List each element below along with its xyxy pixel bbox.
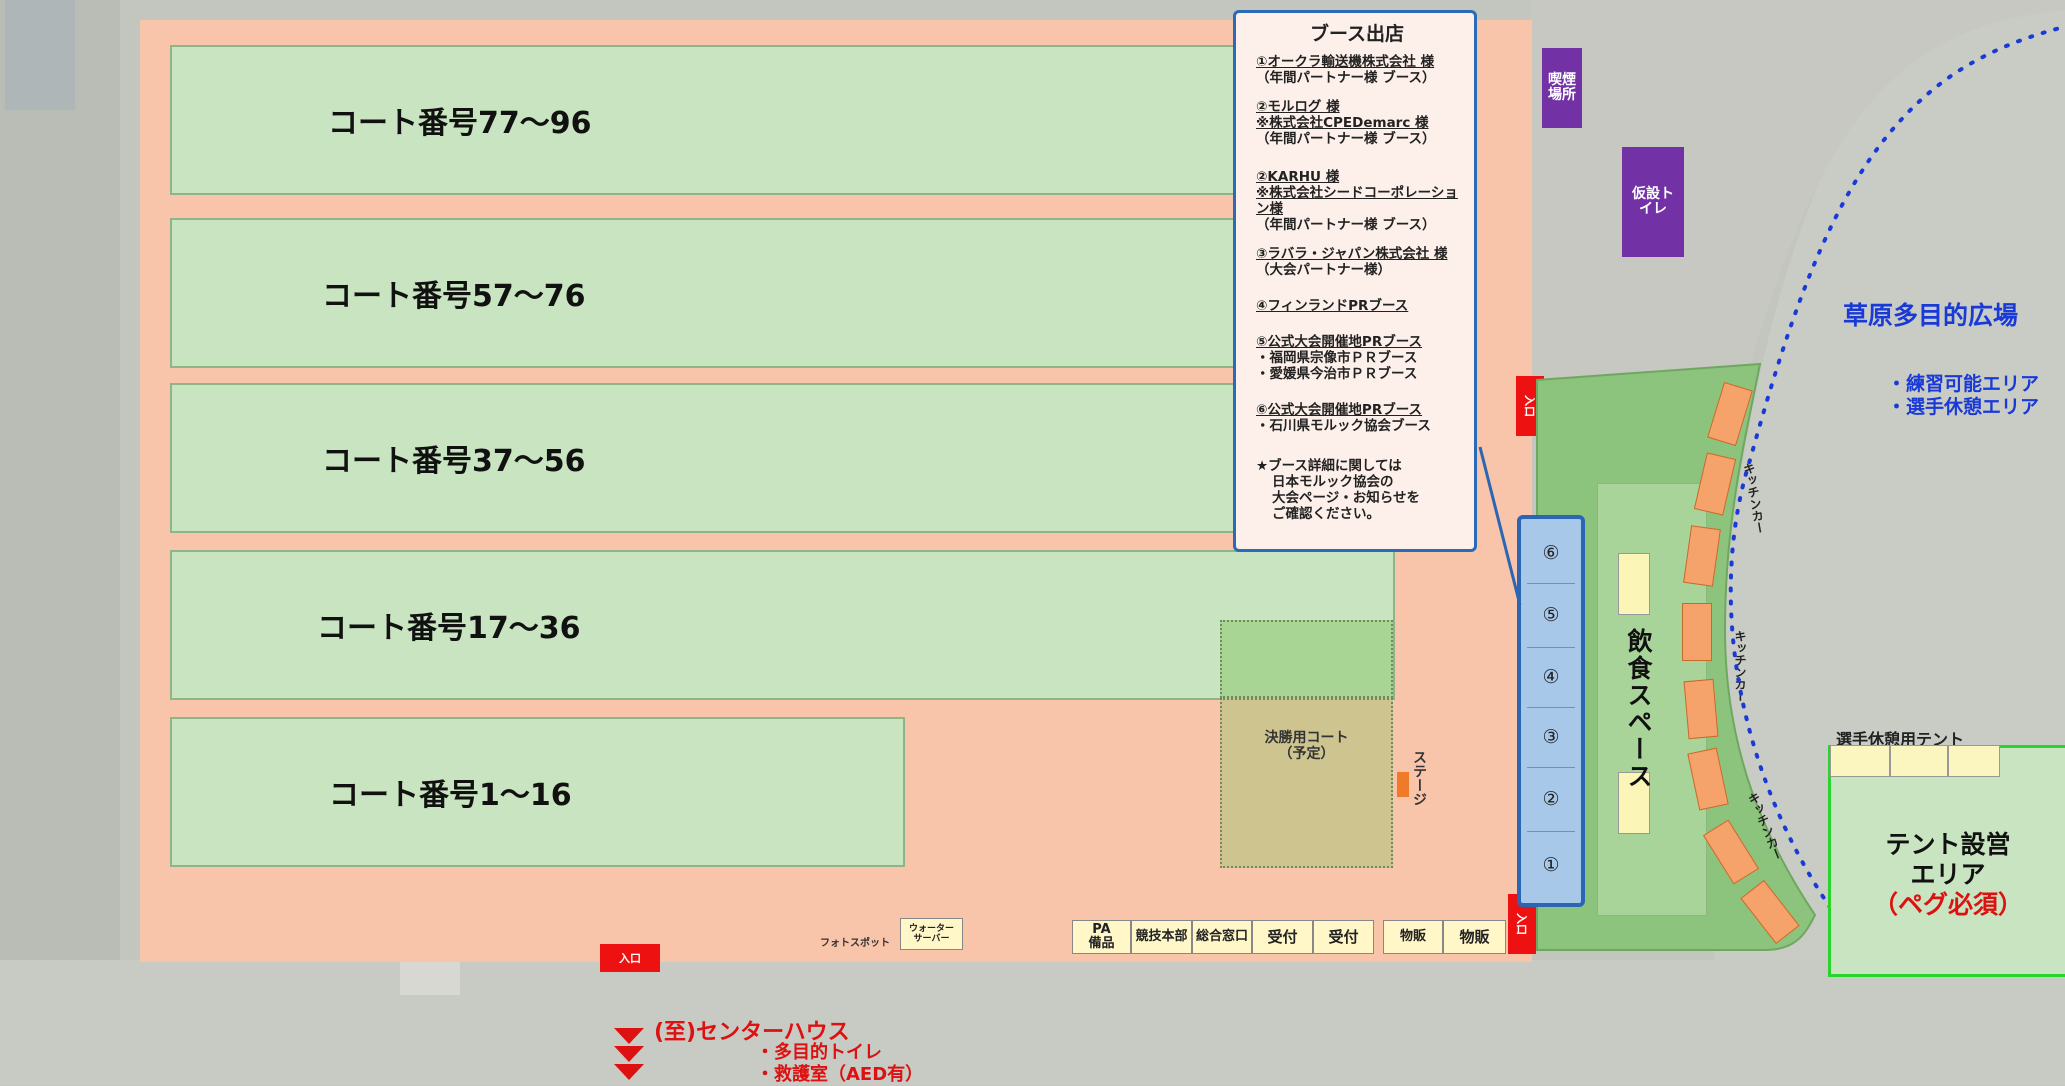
legend-item: ③ラバラ・ジャパン株式会社 様（大会パートナー様）	[1256, 246, 1448, 278]
court-17-36: コート番号17〜36	[170, 550, 1395, 700]
temp-toilet: 仮設トイレ	[1622, 147, 1684, 257]
booth-1: ①	[1542, 854, 1560, 876]
stage-marker	[1397, 772, 1409, 797]
rest-tent	[1830, 745, 1890, 777]
kitchen-car-label: キッチンカー	[1733, 630, 1747, 702]
legend-item: ⑥公式大会開催地PRブース・石川県モルック協会ブース	[1256, 402, 1431, 434]
peg-required-note: （ペグ必須）	[1872, 890, 2023, 919]
smoking-area: 喫煙場所	[1542, 48, 1582, 128]
booth-5: ⑤	[1527, 583, 1575, 648]
stage-label: ステージ	[1411, 750, 1427, 806]
legend-item: ④フィンランドPRブース	[1256, 298, 1409, 314]
court-57-76: コート番号57〜76	[170, 218, 1395, 368]
pa-equipment-box: PA 備品	[1072, 920, 1131, 954]
reception-box: 受付	[1252, 920, 1313, 954]
court-label: コート番号77〜96	[328, 106, 592, 141]
final-court-upper	[1220, 620, 1393, 698]
tent-area-label: エリア	[1910, 860, 1986, 889]
legend-note: ★ブース詳細に関しては 日本モルック協会の 大会ページ・お知らせを ご確認くださ…	[1256, 458, 1420, 522]
legend-item: ②モルログ 様※株式会社CPEDemarc 様（年間パートナー様 ブース）	[1256, 99, 1436, 147]
rest-tent	[1948, 745, 2000, 777]
final-court-note: （予定）	[1278, 746, 1335, 762]
final-court: 決勝用コート （予定）	[1220, 698, 1393, 868]
legend-item: ⑤公式大会開催地PRブース・福岡県宗像市ＰＲブース・愛媛県今治市ＰＲブース	[1256, 334, 1423, 382]
competition-hq-box: 競技本部	[1131, 920, 1192, 954]
booth-legend: ブース出店 ①オークラ輸送機株式会社 様（年間パートナー様 ブース） ②モルログ…	[1233, 10, 1477, 552]
booth-4: ④	[1527, 647, 1575, 708]
meadow-note: ・練習可能エリア ・選手休憩エリア	[1887, 373, 2040, 418]
court-1-16: コート番号1〜16	[170, 717, 905, 867]
final-court-label: 決勝用コート	[1264, 730, 1349, 746]
legend-item: ①オークラ輸送機株式会社 様（年間パートナー様 ブース）	[1256, 54, 1436, 86]
center-house-title: (至)センターハウス	[654, 1020, 850, 1045]
court-label: コート番号57〜76	[322, 279, 586, 314]
merchandise-box: 物販	[1443, 920, 1506, 954]
reception-box: 受付	[1313, 920, 1374, 954]
tent-area-label: テント設営	[1885, 830, 2011, 859]
photo-spot-label: フォトスポット	[820, 938, 890, 949]
arrow-down-icon	[614, 1028, 644, 1080]
court-label: コート番号1〜16	[329, 778, 572, 813]
legend-title: ブース出店	[1309, 23, 1405, 45]
dining-table	[1618, 553, 1650, 615]
center-house-facilities: ・多目的トイレ ・救護室（AED有）	[756, 1042, 924, 1085]
booth-column: ⑥ ⑤ ④ ③ ② ①	[1517, 515, 1585, 907]
water-server: ウォーター サーバー	[900, 918, 963, 950]
merchandise-box: 物販	[1383, 920, 1443, 954]
dining-table	[1618, 772, 1650, 834]
booth-area: ⑥ ⑤ ④ ③ ② ①	[1527, 523, 1575, 899]
booth-6: ⑥	[1527, 523, 1575, 584]
rest-tent-label: 選手休憩用テント	[1836, 730, 1965, 749]
court-label: コート番号17〜36	[317, 611, 581, 646]
court-37-56: コート番号37〜56	[170, 383, 1395, 533]
court-77-96: コート番号77〜96	[170, 45, 1395, 195]
booth-2: ②	[1527, 767, 1575, 832]
dining-space-label: 飲食スペース	[1624, 628, 1653, 790]
legend-item: ②KARHU 様※株式会社シードコーポレーション様（年間パートナー様 ブース）	[1256, 169, 1458, 233]
tent-area: テント設営 エリア （ペグ必須）	[1828, 745, 2065, 977]
entrance-bottom: 入口	[600, 944, 660, 972]
general-desk-box: 総合窓口	[1192, 920, 1252, 954]
booth-3: ③	[1527, 707, 1575, 768]
rest-tent	[1890, 745, 1948, 777]
kitchen-car	[1682, 603, 1712, 661]
court-label: コート番号37〜56	[322, 444, 586, 479]
meadow-title: 草原多目的広場	[1843, 301, 2019, 330]
